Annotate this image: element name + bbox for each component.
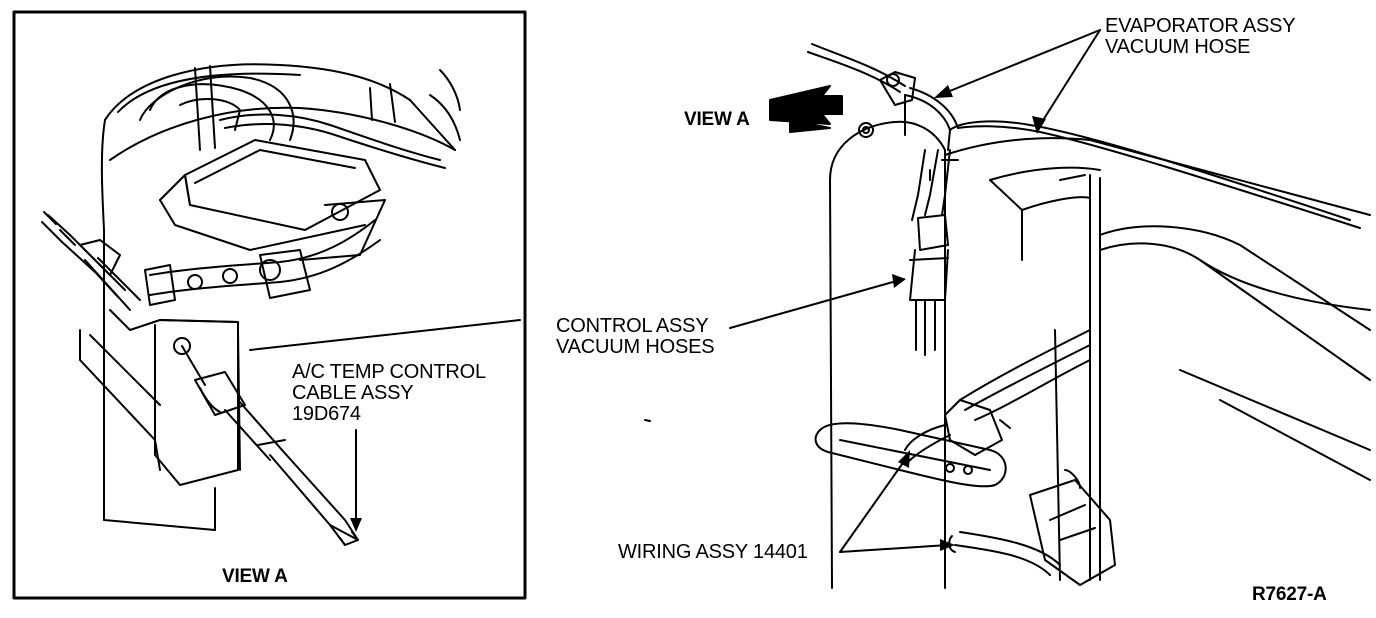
view-a-arrow (769, 85, 843, 133)
inset-heater-housing (100, 63, 461, 531)
evaporator-case (944, 137, 1371, 581)
evaporator-callout-line-1: EVAPORATOR ASSY (1105, 15, 1296, 37)
figure-id: R7627-A (1252, 584, 1327, 605)
inset-hose-loop (139, 65, 446, 169)
evaporator-leader-1 (939, 29, 1101, 96)
control-arrow (892, 274, 906, 288)
wiring-callout: WIRING ASSY 14401 (618, 541, 808, 563)
control-callout-line-2: VACUUM HOSES (556, 336, 715, 358)
evaporator-leader-2 (1039, 29, 1101, 126)
accumulator-canister (829, 71, 946, 589)
control-vacuum-hoses (909, 149, 959, 356)
wiring-harness (904, 329, 1116, 586)
inset-cable-callout-line-2: CABLE ASSY (292, 382, 414, 404)
wiring-leader-2 (839, 544, 949, 553)
inset-control-box (159, 139, 381, 251)
control-callout: CONTROL ASSY VACUUM HOSES (556, 315, 715, 358)
evaporator-arrow-1 (934, 85, 953, 98)
view-a-label: VIEW A (684, 109, 750, 130)
wiring-arrow-1 (898, 450, 910, 468)
inset-cable-callout-line-1: A/C TEMP CONTROL (292, 361, 486, 383)
inset-frame (12, 10, 527, 600)
inset-control-cable (181, 345, 359, 546)
evaporator-callout: EVAPORATOR ASSY VACUUM HOSE (1105, 15, 1296, 58)
inset-cable-fitting (41, 211, 141, 311)
evaporator-vacuum-hose (807, 43, 1361, 229)
control-leader (729, 279, 901, 329)
evaporator-callout-line-2: VACUUM HOSE (1105, 36, 1251, 58)
wiring-arrow-2 (940, 539, 955, 551)
evaporator-arrow-2 (1032, 116, 1046, 134)
control-callout-line-1: CONTROL ASSY (556, 315, 709, 337)
inset-caption: VIEW A (222, 566, 288, 587)
inset-callout-arrowhead (350, 518, 362, 532)
inset-cable-callout: A/C TEMP CONTROL CABLE ASSY 19D674 (292, 362, 486, 425)
inset-cable-callout-line-3: 19D674 (292, 403, 361, 425)
inset-linkage (144, 199, 386, 306)
wiring-leader-1 (839, 459, 906, 553)
